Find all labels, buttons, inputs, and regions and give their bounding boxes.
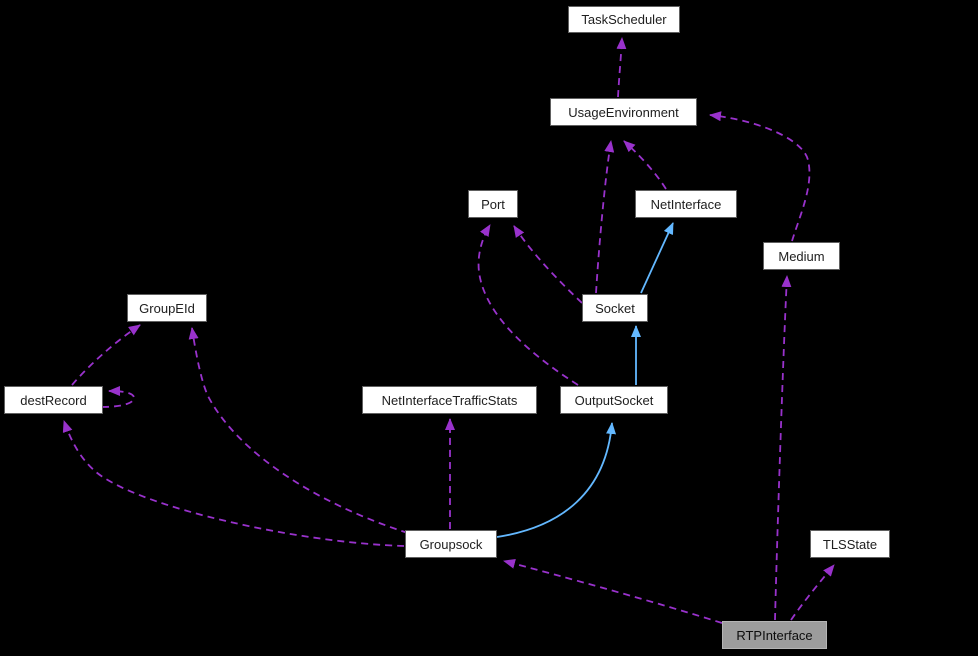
class-node-GroupEId[interactable]: GroupEId [127,294,207,322]
edge-Groupsock-to-GroupEId [188,327,409,534]
class-node-Port[interactable]: Port [468,190,518,218]
class-node-TaskScheduler[interactable]: TaskScheduler [568,6,680,33]
edge-OutputSocket-to-Port [477,224,579,386]
edge-Medium-to-UsageEnvironment [709,111,811,242]
class-node-OutputSocket[interactable]: OutputSocket [560,386,668,414]
class-node-RTPInterface[interactable]: RTPInterface [722,621,827,649]
edge-RTPInterface-to-TLSState [790,564,835,621]
class-node-TLSState[interactable]: TLSState [810,530,890,558]
edge-UsageEnvironment-to-TaskScheduler [616,37,627,98]
class-node-Groupsock[interactable]: Groupsock [405,530,497,558]
edge-destRecord-to-GroupEId [71,324,141,386]
edge-Socket-to-UsageEnvironment [595,140,615,294]
class-node-UsageEnvironment[interactable]: UsageEnvironment [550,98,697,126]
edge-Groupsock-to-destRecord [62,420,405,547]
class-node-NetInterface[interactable]: NetInterface [635,190,737,218]
class-node-Medium[interactable]: Medium [763,242,840,270]
class-node-destRecord[interactable]: destRecord [4,386,103,414]
edge-Socket-to-Port [513,225,583,304]
edge-Groupsock-to-OutputSocket [496,422,617,538]
edge-RTPInterface-to-Groupsock [503,558,723,624]
class-node-NetInterfaceTrafficStats[interactable]: NetInterfaceTrafficStats [362,386,537,414]
edge-Socket-to-NetInterface [640,222,674,294]
edge-RTPInterface-to-Medium [774,275,792,621]
edge-destRecord-to-destRecord [101,386,135,408]
edge-NetInterface-to-UsageEnvironment [623,140,667,190]
class-node-Socket[interactable]: Socket [582,294,648,322]
